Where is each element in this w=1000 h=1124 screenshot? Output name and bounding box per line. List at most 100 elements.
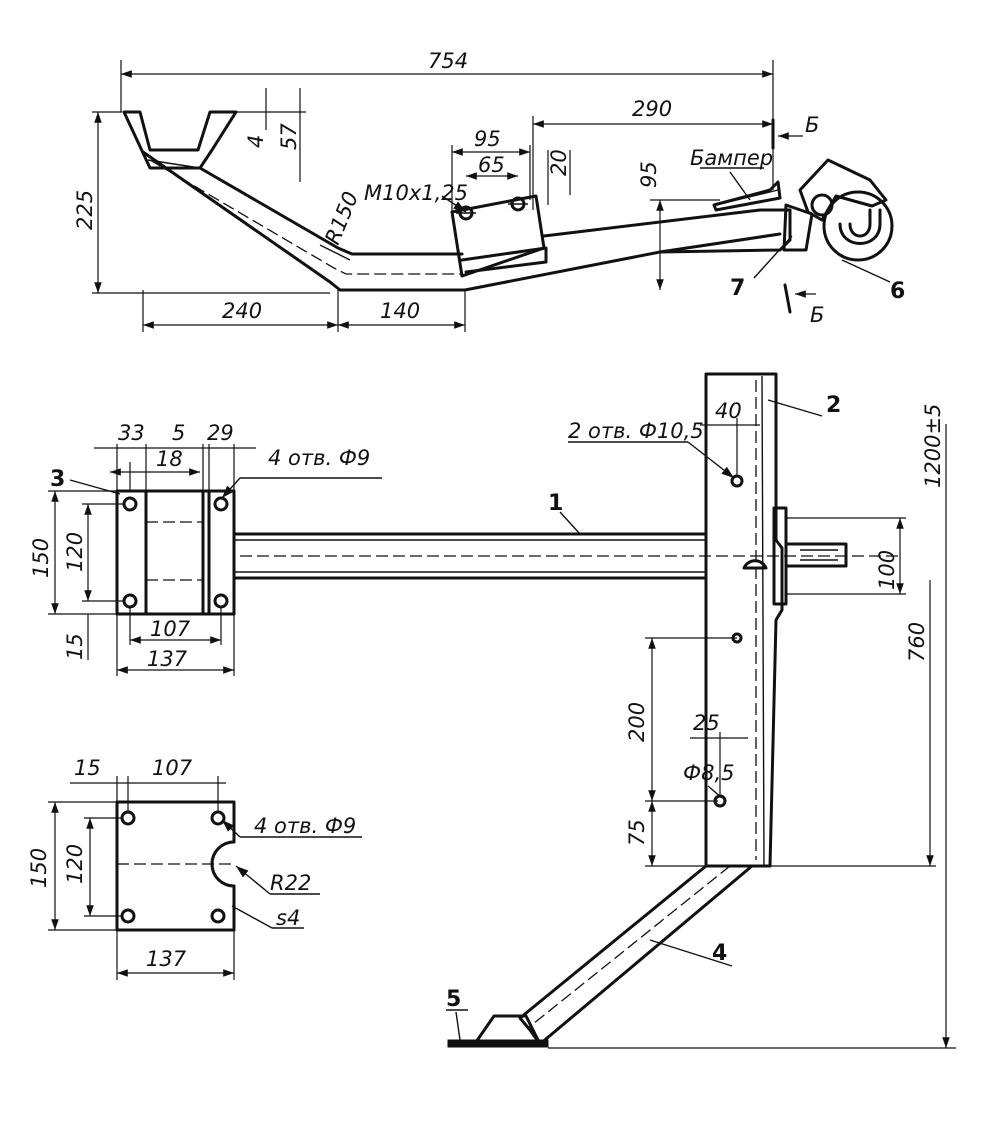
dim-15: 15 <box>63 633 87 660</box>
part-4-leader <box>649 939 733 967</box>
tube-upper-edge <box>198 166 464 256</box>
detail-hole <box>120 810 136 826</box>
dim-33: 33 <box>118 421 145 445</box>
detail-dim-150: 150 <box>27 848 51 888</box>
detail-hole <box>120 908 136 924</box>
dim-760: 760 <box>905 622 929 662</box>
dim-1200: 1200±5 <box>921 404 945 488</box>
part-7: 7 <box>730 276 745 301</box>
thread-leader <box>441 195 467 213</box>
dim-120: 120 <box>63 532 87 572</box>
section-mark <box>783 283 792 314</box>
part-6: 6 <box>890 279 905 304</box>
dim-140: 140 <box>380 299 420 323</box>
detail-radius: R22 <box>270 871 311 895</box>
dim-100: 100 <box>875 550 899 590</box>
bumper-label: Бампер <box>690 146 773 170</box>
dim-25: 25 <box>693 711 720 735</box>
flange-plate <box>115 489 236 616</box>
detail-thickness-leader <box>231 905 273 929</box>
radius-r150: R150 <box>320 188 363 248</box>
foot-plate <box>447 1039 549 1048</box>
detail-hole <box>210 810 226 826</box>
hitch-pin <box>784 542 848 568</box>
holes-4x9: 4 отв. Ф9 <box>268 446 370 470</box>
hitch-hook <box>838 208 882 245</box>
bumper <box>712 180 782 212</box>
detail-hole <box>210 908 226 924</box>
part-2-leader <box>767 399 823 417</box>
part-7-leader <box>753 235 793 279</box>
dim-95: 95 <box>474 127 501 151</box>
flange-hole <box>213 593 229 609</box>
dim-150: 150 <box>29 538 53 578</box>
pin-bracket <box>742 559 768 570</box>
dim-18: 18 <box>156 447 183 471</box>
holes-2x10-5: 2 отв. Ф10,5 <box>568 419 704 443</box>
side-view: 754 290 225 4 57 R150 M10x1,25 <box>73 49 905 332</box>
leg-centerline <box>527 865 731 1029</box>
dim-754: 754 <box>428 49 468 73</box>
section-bottom: Б <box>810 303 824 327</box>
dim-240: 240 <box>222 299 262 323</box>
bracket-profile <box>122 110 238 170</box>
part-3-leader <box>69 479 121 495</box>
flange-hole <box>122 593 138 609</box>
part-4: 4 <box>712 941 727 966</box>
hitch-latch <box>798 158 888 222</box>
dia-8-5: Ф8,5 <box>683 761 734 785</box>
detail-dim-15: 15 <box>74 756 101 780</box>
tube-lower-edge <box>141 150 782 292</box>
detail-dim-137: 137 <box>146 947 187 971</box>
flange-hole <box>213 496 229 512</box>
part-6-leader <box>841 259 891 283</box>
dim-29: 29 <box>207 421 234 445</box>
tube-centerline <box>149 159 462 275</box>
part-1: 1 <box>548 491 563 516</box>
dim-5: 5 <box>172 421 185 445</box>
dim-4: 4 <box>244 135 268 148</box>
dim-57: 57 <box>277 123 301 150</box>
detail-thickness: s4 <box>276 906 300 930</box>
plan-view: 3 33 5 29 18 4 отв. Ф9 150 120 15 <box>29 372 956 1049</box>
holes-leader <box>221 477 241 499</box>
part-5: 5 <box>446 987 461 1012</box>
detail-holes: 4 отв. Ф9 <box>254 814 356 838</box>
dim-65: 65 <box>478 153 505 177</box>
part-1-leader <box>559 511 581 535</box>
part-2: 2 <box>826 393 841 418</box>
dim-225: 225 <box>73 190 97 230</box>
dim-200: 200 <box>625 702 649 742</box>
detail-plate <box>115 800 236 932</box>
part-3: 3 <box>50 467 65 492</box>
hitch-ball <box>822 190 894 262</box>
dim-75: 75 <box>625 819 649 846</box>
dim-107: 107 <box>150 617 191 641</box>
detail-dim-107: 107 <box>152 756 193 780</box>
holes-leader <box>687 441 735 479</box>
dim-137: 137 <box>147 647 188 671</box>
hitch-flange <box>782 203 814 252</box>
section-top: Б <box>805 113 819 137</box>
tube-detail <box>147 159 201 169</box>
cross-member <box>704 372 784 868</box>
dim-290: 290 <box>632 97 672 121</box>
part-5-leader <box>455 1011 461 1041</box>
dim-95-vertical: 95 <box>637 161 661 188</box>
detail-holes-leader <box>221 819 241 838</box>
cross-member-edge <box>761 375 765 867</box>
plate-detail: 15 107 150 120 4 отв. Ф9 R22 s4 137 <box>27 756 362 980</box>
hitch-pivot <box>810 193 834 217</box>
detail-dim-120: 120 <box>63 844 87 884</box>
flange-hole <box>122 496 138 512</box>
bumper-leader <box>729 171 751 201</box>
dim-40: 40 <box>715 399 742 423</box>
bumper-hatch <box>715 189 779 206</box>
drawbar <box>542 208 792 254</box>
radius-leader <box>319 244 351 261</box>
foot-bracket <box>474 1014 542 1046</box>
mount-slot <box>460 246 548 274</box>
dia-leader <box>707 785 723 799</box>
detail-radius-leader <box>235 865 271 895</box>
